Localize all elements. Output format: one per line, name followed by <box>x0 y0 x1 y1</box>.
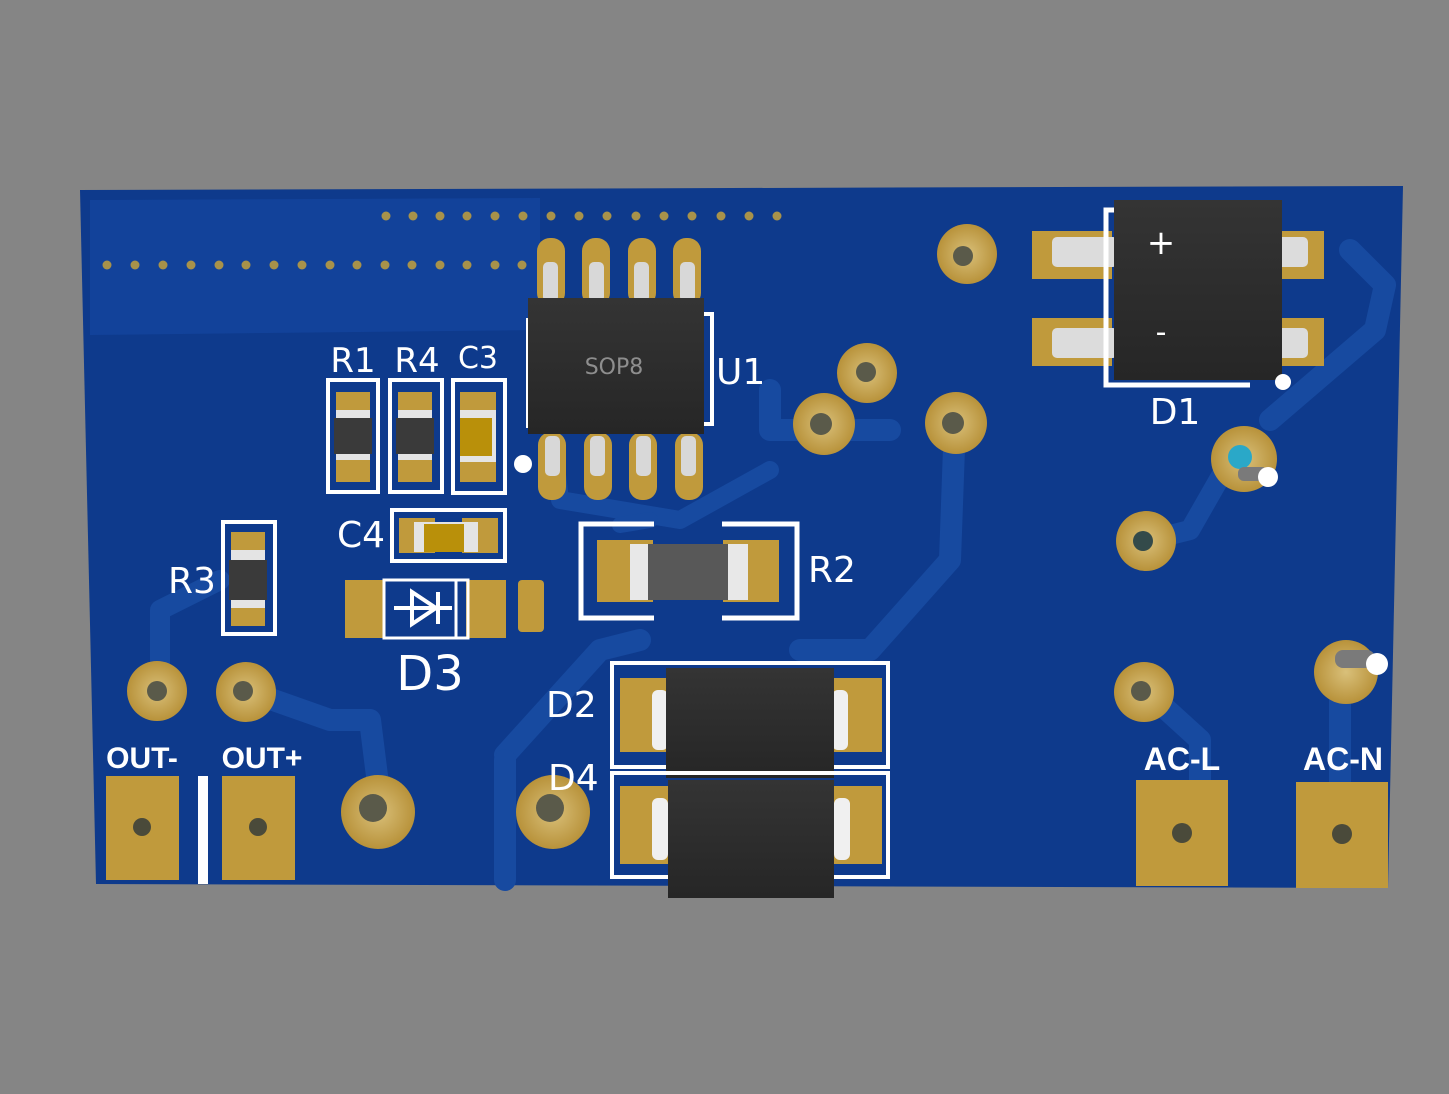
via <box>793 393 855 455</box>
through-hole-vias <box>127 224 1388 849</box>
d1-label: D1 <box>1150 392 1201 433</box>
diode-d2: D2 <box>546 661 890 778</box>
d2-label: D2 <box>546 685 597 726</box>
r2-label: R2 <box>808 550 856 591</box>
via <box>1314 640 1388 704</box>
capacitor-c4: C4 <box>337 508 507 563</box>
bridge-body <box>1114 200 1282 380</box>
d3-label: D3 <box>396 646 464 702</box>
via <box>127 661 187 721</box>
diode-d4: D4 <box>548 758 890 898</box>
bridge-d1: + - D1 <box>1032 200 1324 433</box>
ic-pins-bottom-leads <box>545 436 696 476</box>
terminal-out-plus: OUT+ <box>222 742 303 880</box>
via <box>925 392 987 454</box>
c3-label: C3 <box>458 341 498 376</box>
stitching-vias <box>102 211 782 270</box>
r1-label: R1 <box>330 341 375 381</box>
ic-package-label: SOP8 <box>585 355 644 380</box>
via <box>1116 511 1176 571</box>
bridge-minus-mark: - <box>1156 315 1167 350</box>
terminal-out-minus: OUT- <box>106 742 179 880</box>
resistor-r1: R1 <box>326 341 380 494</box>
out-minus-label: OUT- <box>106 742 178 775</box>
pin1-marker <box>514 455 532 473</box>
c4-label: C4 <box>337 515 385 556</box>
ic-u1: SOP8 U1 <box>514 238 765 500</box>
via <box>1114 662 1174 722</box>
via <box>216 662 276 722</box>
via <box>516 775 590 849</box>
diode-symbol-triangle <box>410 588 440 628</box>
terminal-separator <box>198 776 208 884</box>
bridge-plus-mark: + <box>1147 223 1176 263</box>
r4-label: R4 <box>394 341 439 381</box>
r3-label: R3 <box>168 561 216 602</box>
resistor-r3: R3 <box>168 520 277 636</box>
out-plus-label: OUT+ <box>222 742 303 775</box>
diode-d3: D3 <box>345 578 544 702</box>
via <box>341 775 415 849</box>
ic-body <box>528 298 704 434</box>
via <box>1211 426 1278 492</box>
resistor-r4: R4 <box>388 341 444 494</box>
resistor-r2: R2 <box>578 521 856 621</box>
d4-label: D4 <box>548 758 599 799</box>
via <box>937 224 997 284</box>
capacitor-c3: C3 <box>451 341 507 495</box>
ic-pins-top-leads <box>543 262 695 302</box>
ac-l-label: AC-L <box>1144 741 1220 777</box>
ac-n-label: AC-N <box>1303 741 1383 777</box>
terminal-ac-n: AC-N <box>1296 741 1388 888</box>
terminal-ac-l: AC-L <box>1136 741 1228 886</box>
via <box>837 343 897 403</box>
bridge-pin1-marker <box>1275 374 1291 390</box>
ic-ref-label: U1 <box>716 352 765 393</box>
